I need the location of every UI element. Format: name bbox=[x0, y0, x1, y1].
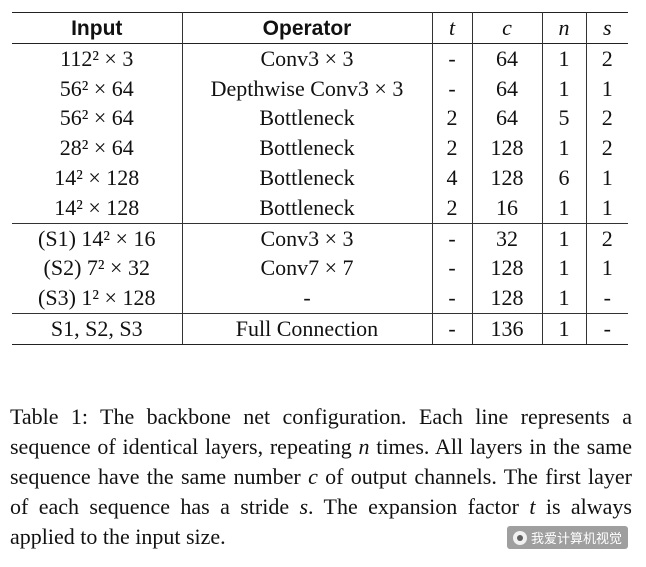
table-caption: Table 1: The backbone net configuration.… bbox=[10, 402, 632, 552]
cell-input: (S3) 1² × 128 bbox=[12, 283, 182, 315]
cell-input: (S1) 14² × 16 bbox=[38, 225, 156, 251]
cell-s: 2 bbox=[585, 43, 628, 74]
cell-c: 128 bbox=[471, 283, 542, 315]
cell-s: 2 bbox=[585, 223, 628, 254]
table-row: (S3) 1² × 128 - - 128 1 - bbox=[12, 283, 628, 315]
cell-input: S1, S2, S3 bbox=[12, 313, 182, 345]
cell-s: - bbox=[585, 313, 628, 345]
cell-n: 1 bbox=[541, 73, 586, 104]
cell-s: - bbox=[585, 283, 628, 315]
cell-input: 112² × 3 bbox=[60, 45, 134, 71]
cell-n: 6 bbox=[541, 163, 586, 193]
cell-s: 2 bbox=[585, 133, 628, 164]
header-operator: Operator bbox=[181, 12, 432, 44]
header-input: Input bbox=[71, 16, 123, 40]
cell-input: (S2) 7² × 32 bbox=[43, 255, 150, 281]
cell-t: - bbox=[431, 223, 472, 254]
caption-text-1: Table 1: The backbone net configuration.… bbox=[10, 404, 632, 459]
caption-var-s: s bbox=[299, 494, 309, 519]
cell-operator: Conv3 × 3 bbox=[181, 223, 432, 254]
cell-c: 64 bbox=[471, 73, 542, 104]
caption-var-c: c bbox=[308, 464, 318, 489]
header-s: s bbox=[585, 12, 628, 44]
cell-s: 1 bbox=[585, 163, 628, 193]
cell-n: 1 bbox=[541, 253, 586, 284]
caption-text-3: of output channels. The first layer of e… bbox=[10, 464, 633, 519]
caption-text-5: is always applied to the input size. bbox=[10, 494, 632, 549]
header-t: t bbox=[431, 12, 472, 44]
cell-operator: Depthwise Conv3 × 3 bbox=[181, 73, 432, 104]
table-row: (S2) 7² × 32 Conv7 × 7 - 128 1 1 bbox=[12, 253, 628, 284]
cell-operator: - bbox=[181, 283, 432, 315]
cell-s: 1 bbox=[585, 73, 628, 104]
cell-t: - bbox=[431, 313, 472, 345]
cell-n: 1 bbox=[541, 313, 586, 345]
cell-c: 32 bbox=[471, 223, 542, 254]
cell-operator: Bottleneck bbox=[181, 192, 432, 224]
cell-c: 128 bbox=[471, 133, 542, 164]
cell-operator: Conv3 × 3 bbox=[181, 43, 432, 74]
cell-operator: Bottleneck bbox=[181, 133, 432, 164]
caption-var-t: t bbox=[529, 494, 536, 519]
cell-input: 14² × 128 bbox=[54, 165, 140, 191]
watermark-text: 我爱计算机视觉 bbox=[530, 532, 622, 547]
table-row: 14² × 128 Bottleneck 4 128 6 1 bbox=[12, 163, 628, 193]
cell-c: 16 bbox=[471, 192, 542, 224]
cell-input: 56² × 64 bbox=[59, 75, 134, 101]
cell-s: 1 bbox=[585, 253, 628, 284]
cell-n: 5 bbox=[541, 103, 586, 134]
cell-t: - bbox=[431, 73, 472, 104]
cell-n: 1 bbox=[541, 283, 586, 315]
caption-text-2: times. All layers in the same sequence h… bbox=[10, 434, 632, 489]
cell-n: 1 bbox=[541, 43, 586, 74]
cell-c: 64 bbox=[471, 43, 542, 74]
table-row: 56² × 64 Bottleneck 2 64 5 2 bbox=[12, 103, 628, 134]
cell-t: 2 bbox=[431, 192, 472, 224]
cell-t: - bbox=[431, 283, 472, 315]
table-row: S1, S2, S3 Full Connection - 136 1 - bbox=[12, 313, 628, 345]
table-row: 112² × 3 Conv3 × 3 - 64 1 2 bbox=[12, 43, 628, 74]
header-c: c bbox=[471, 12, 542, 44]
cell-s: 2 bbox=[585, 103, 628, 134]
cell-operator: Bottleneck bbox=[181, 103, 432, 134]
cell-s: 1 bbox=[585, 192, 628, 224]
cell-input: 56² × 64 bbox=[59, 105, 134, 131]
cell-t: 2 bbox=[431, 133, 472, 164]
cell-t: 4 bbox=[431, 163, 472, 193]
header-n: n bbox=[541, 12, 586, 44]
cell-input: 14² × 128 bbox=[12, 192, 182, 224]
wechat-logo-icon bbox=[512, 530, 527, 545]
cell-operator: Conv7 × 7 bbox=[181, 253, 432, 284]
backbone-config-table: Input Operator t c n s 112² × 3 Conv3 × … bbox=[12, 12, 628, 345]
config-table-wrapper: Input Operator t c n s 112² × 3 Conv3 × … bbox=[12, 12, 628, 345]
table-row: 28² × 64 Bottleneck 2 128 1 2 bbox=[12, 133, 628, 164]
table-row: (S1) 14² × 16 Conv3 × 3 - 32 1 2 bbox=[12, 223, 628, 254]
caption-text-4: . The expansion factor bbox=[308, 494, 530, 519]
table-header-row: Input Operator t c n s bbox=[12, 12, 628, 44]
cell-operator: Full Connection bbox=[181, 313, 432, 345]
cell-operator: Bottleneck bbox=[181, 163, 432, 193]
cell-n: 1 bbox=[541, 192, 586, 224]
watermark: 我爱计算机视觉 bbox=[506, 526, 628, 549]
cell-c: 128 bbox=[471, 163, 542, 193]
cell-n: 1 bbox=[541, 223, 586, 254]
table-row: 14² × 128 Bottleneck 2 16 1 1 bbox=[12, 192, 628, 224]
cell-c: 136 bbox=[471, 313, 542, 345]
cell-c: 64 bbox=[471, 103, 542, 134]
cell-t: - bbox=[431, 43, 472, 74]
cell-t: - bbox=[431, 253, 472, 284]
table-row: 56² × 64 Depthwise Conv3 × 3 - 64 1 1 bbox=[12, 73, 628, 104]
cell-input: 28² × 64 bbox=[59, 135, 134, 161]
cell-t: 2 bbox=[431, 103, 472, 134]
cell-c: 128 bbox=[471, 253, 542, 284]
caption-var-n: n bbox=[358, 434, 370, 459]
cell-n: 1 bbox=[541, 133, 586, 164]
